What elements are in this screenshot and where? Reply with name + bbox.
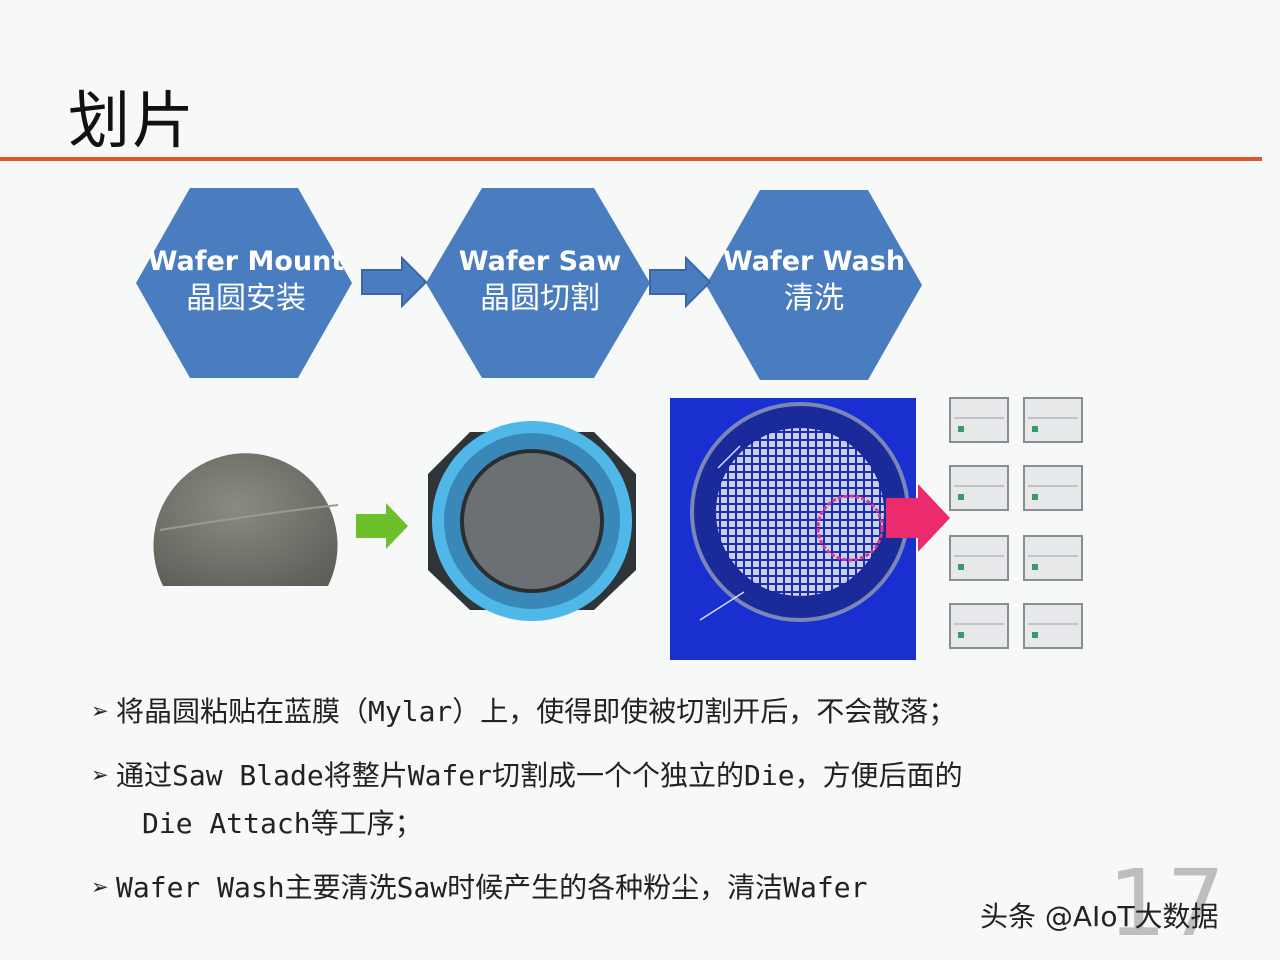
step-label-zh: 清洗	[784, 281, 844, 317]
hexagon-step-1	[136, 188, 352, 378]
step-label-en: Wafer Wash	[722, 246, 906, 277]
bullet-text: 通过Saw Blade将整片Wafer切割成一个个独立的Die，方便后面的	[116, 759, 963, 792]
bullet-arrow-icon: ➢	[92, 871, 109, 904]
die	[1023, 465, 1083, 511]
title-rule	[0, 157, 1262, 161]
process-illustrations	[153, 397, 1083, 660]
bullet-text: Wafer Wash主要清洗Saw时候产生的各种粉尘，清洁Wafer	[116, 871, 868, 904]
die	[1023, 603, 1083, 649]
bullet-item: ➢通过Saw Blade将整片Wafer切割成一个个独立的Die，方便后面的	[92, 754, 963, 794]
arrow-right-icon	[649, 255, 712, 309]
arrow-right-icon	[361, 255, 428, 309]
step-label-en: Wafer Mount	[147, 246, 345, 277]
step-label-en: Wafer Saw	[458, 246, 622, 277]
bullet-item: ➢Wafer Wash主要清洗Saw时候产生的各种粉尘，清洁Wafer	[92, 866, 867, 906]
slide-title: 划片	[68, 84, 197, 157]
die	[949, 397, 1009, 443]
page-number: 17	[1108, 850, 1226, 957]
process-flow: Wafer Mount 晶圆安装 Wafer Saw 晶圆切割 Wafer Wa…	[0, 0, 1280, 400]
step-wafer-mount: Wafer Mount 晶圆安装	[140, 244, 352, 318]
green-arrow-icon	[356, 503, 408, 549]
die	[1023, 397, 1083, 443]
step-label-zh: 晶圆切割	[480, 281, 600, 317]
pink-arrow-icon	[886, 484, 950, 552]
bullet-text: 将晶圆粘贴在蓝膜（Mylar）上，使得即使被切割开后，不会散落；	[116, 695, 957, 728]
step-wafer-wash: Wafer Wash 清洗	[706, 244, 922, 318]
bullet-arrow-icon: ➢	[92, 695, 109, 728]
bullet-arrow-icon: ➢	[92, 759, 109, 792]
saw-panel-image	[670, 398, 916, 660]
bare-wafer-image	[153, 453, 339, 586]
hexagon-step-3	[706, 190, 922, 380]
process-flow-shapes	[136, 188, 922, 380]
die	[949, 603, 1009, 649]
bullet-text-continued: Die Attach等工序；	[142, 807, 423, 840]
mounted-wafer-image	[428, 421, 636, 621]
step-wafer-saw: Wafer Saw 晶圆切割	[430, 244, 650, 318]
bullet-item: ➢将晶圆粘贴在蓝膜（Mylar）上，使得即使被切割开后，不会散落；	[92, 690, 956, 730]
die	[1023, 535, 1083, 581]
die	[949, 535, 1009, 581]
step-label-zh: 晶圆安装	[186, 281, 306, 317]
watermark: 头条 @AIoT大数据	[980, 900, 1219, 933]
hexagon-step-2	[426, 188, 650, 378]
die	[949, 465, 1009, 511]
die-array-image	[949, 397, 1083, 649]
